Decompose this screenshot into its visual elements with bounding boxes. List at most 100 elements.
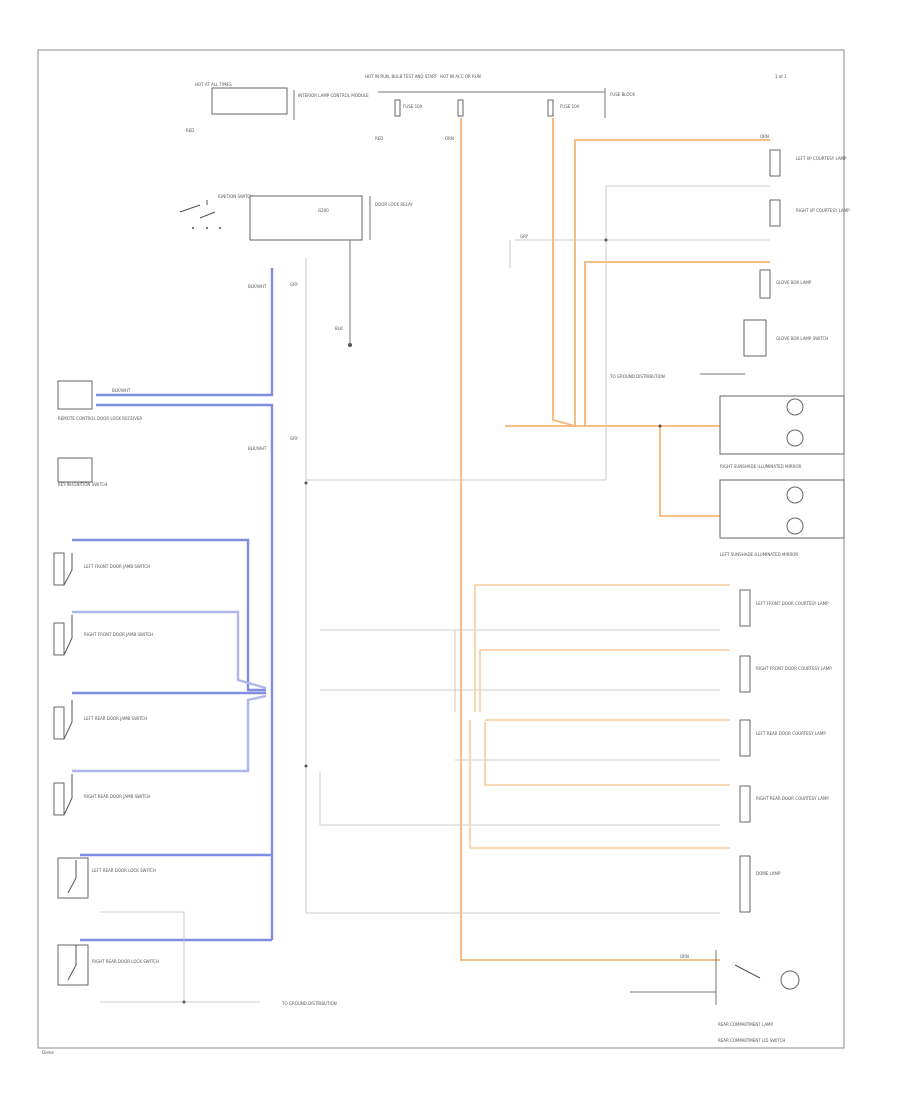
- svg-text:RIGHT SUNSHADE ILLUMINATED MIR: RIGHT SUNSHADE ILLUMINATED MIRROR: [720, 464, 801, 469]
- svg-text:LEFT FRONT DOOR COURTESY LAMP: LEFT FRONT DOOR COURTESY LAMP: [756, 601, 829, 606]
- ignition-contact-2: [206, 227, 208, 229]
- svg-text:DOME LAMP: DOME LAMP: [756, 871, 781, 876]
- svg-text:RIGHT REAR DOOR JAMB SWITCH: RIGHT REAR DOOR JAMB SWITCH: [84, 794, 150, 799]
- fuse-right-label: FUSE 10A: [560, 104, 580, 109]
- lamp-control-module: [249, 195, 363, 241]
- pink-wire-label-right: RED: [375, 136, 383, 141]
- left-ip-courtesy-lamp: LEFT I/P COURTESY LAMP: [769, 149, 847, 177]
- splice-lock-ground: [182, 1000, 186, 1004]
- rr-door-courtesy-lamp: RIGHT REAR DOOR COURTESY LAMP: [739, 785, 829, 823]
- hot-run-start-label: HOT IN RUN, BULB TEST AND START: [365, 74, 438, 79]
- right-rear-lock-switch: RIGHT REAR DOOR LOCK SWITCH: [57, 944, 159, 986]
- orange-glove-feed: [584, 261, 770, 426]
- rear-compartment-lamp: REAR COMPARTMENT LAMP REAR COMPARTMENT L…: [715, 950, 800, 1043]
- splice-orange-visor: [658, 424, 662, 428]
- ignition-switch-contacts: [179, 200, 216, 219]
- ignition-contact-1: [192, 227, 194, 229]
- remote-receiver-label: REMOTE CONTROL DOOR LOCK RECEIVER: [58, 416, 142, 421]
- fuse-left-body: [394, 99, 401, 117]
- fuse-left-label: FUSE 10A: [403, 104, 423, 109]
- rf-door-courtesy-lamp: RIGHT FRONT DOOR COURTESY LAMP: [739, 655, 832, 693]
- orange-wire-label-1: ORN: [445, 136, 454, 141]
- orange-wire-label-2: ORN: [760, 134, 769, 139]
- blue-remote-wire: [96, 403, 274, 940]
- gray-loop-left: [320, 629, 456, 712]
- left-visor-mirror: LEFT SUNSHADE ILLUMINATED MIRROR: [719, 479, 845, 557]
- rf-door-jamb-switch: RIGHT FRONT DOOR JAMB SWITCH: [53, 615, 153, 656]
- door-lock-relay-label: DOOR LOCK RELAY: [375, 202, 413, 207]
- svg-text:RIGHT REAR DOOR LOCK SWITCH: RIGHT REAR DOOR LOCK SWITCH: [92, 959, 159, 964]
- orange-door-lamp-feed-4: [484, 722, 730, 786]
- gray-wire-label-1: GRY: [290, 282, 299, 287]
- splice-gray-upper: [304, 481, 308, 485]
- lf-jamb-wire: [72, 538, 266, 692]
- right-ip-courtesy-lamp: RIGHT I/P COURTESY LAMP: [769, 199, 850, 227]
- fuse-right-body: [547, 99, 554, 117]
- blue-wire-label-3: BLK/WHT: [248, 446, 267, 451]
- blue-wire-label-1: BLK/WHT: [248, 284, 267, 289]
- svg-text:LEFT I/P COURTESY LAMP: LEFT I/P COURTESY LAMP: [796, 156, 847, 161]
- left-rear-lock-switch: LEFT REAR DOOR LOCK SWITCH: [57, 857, 156, 899]
- svg-text:REAR COMPARTMENT LAMP: REAR COMPARTMENT LAMP: [718, 1022, 774, 1027]
- rr-jamb-wire: [72, 694, 267, 773]
- dimmer-module-label: INTERIOR LAMP CONTROL MODULE: [298, 93, 369, 98]
- glove-ground-label: TO GROUND DISTRIBUTION: [609, 374, 665, 379]
- orange-left-visor-feed: [659, 426, 720, 517]
- gray-wire-label-3: GRY: [520, 234, 529, 239]
- lf-door-jamb-switch: LEFT FRONT DOOR JAMB SWITCH: [53, 552, 150, 586]
- lock-switch-ground-wire: [100, 911, 260, 1003]
- lr-door-courtesy-lamp: LEFT REAR DOOR COURTESY LAMP: [739, 719, 826, 757]
- module-ground-label: BLK: [335, 326, 343, 331]
- key-switch-label: KEY-IN-IGNITION SWITCH: [58, 482, 107, 487]
- glove-box-lamp-switch: GLOVE BOX LAMP SWITCH: [743, 319, 828, 357]
- svg-text:GLOVE BOX LAMP SWITCH: GLOVE BOX LAMP SWITCH: [776, 336, 828, 341]
- ignition-contact-3: [219, 227, 221, 229]
- orange-door-lamp-feed-1: [474, 584, 730, 712]
- svg-text:LEFT FRONT DOOR JAMB SWITCH: LEFT FRONT DOOR JAMB SWITCH: [84, 564, 150, 569]
- page-ref-label: 1 of 1: [775, 74, 787, 79]
- fuse-block-label: FUSE BLOCK: [610, 92, 635, 97]
- fuse-middle-body: [457, 99, 464, 117]
- splice-gray-lower: [304, 764, 308, 768]
- pink-run-wire: [325, 120, 395, 185]
- ignition-switch-label: IGNITION SWITCH: [218, 194, 253, 199]
- glove-box-lamp: GLOVE BOX LAMP: [759, 269, 812, 299]
- diagram-frame: [37, 49, 845, 1049]
- ground-ref-label: G200: [318, 208, 329, 213]
- gray-loop-lower: [319, 772, 720, 826]
- svg-text:LEFT SUNSHADE ILLUMINATED MIRR: LEFT SUNSHADE ILLUMINATED MIRROR: [720, 552, 798, 557]
- svg-text:LEFT REAR DOOR JAMB SWITCH: LEFT REAR DOOR JAMB SWITCH: [84, 716, 147, 721]
- key-switch-box: [57, 457, 93, 483]
- blue-main-trunk: [96, 268, 274, 397]
- pink-wire-label-left: RED: [186, 128, 194, 133]
- module-ground-point: [348, 343, 352, 347]
- rf-jamb-wire: [72, 610, 267, 690]
- gray-center-trunk: [305, 258, 720, 914]
- splice-gray-top: [604, 238, 608, 242]
- svg-text:GLOVE BOX LAMP: GLOVE BOX LAMP: [776, 280, 812, 285]
- svg-text:REAR COMPARTMENT LID SWITCH: REAR COMPARTMENT LID SWITCH: [718, 1038, 785, 1043]
- svg-text:RIGHT FRONT DOOR JAMB SWITCH: RIGHT FRONT DOOR JAMB SWITCH: [84, 632, 153, 637]
- remote-receiver-box: [57, 380, 93, 410]
- hot-battery-label: HOT AT ALL TIMES: [195, 82, 232, 87]
- svg-text:LEFT REAR DOOR COURTESY LAMP: LEFT REAR DOOR COURTESY LAMP: [756, 731, 826, 736]
- ground-bottom-label: TO GROUND DISTRIBUTION: [281, 1001, 337, 1006]
- gray-module-link: [306, 185, 770, 481]
- lf-door-courtesy-lamp: LEFT FRONT DOOR COURTESY LAMP: [739, 589, 829, 627]
- orange-wire-label-3: ORN: [680, 954, 689, 959]
- svg-text:LEFT REAR DOOR LOCK SWITCH: LEFT REAR DOOR LOCK SWITCH: [92, 868, 156, 873]
- orange-door-lamp-feed-5: [469, 720, 730, 849]
- dome-lamp: DOME LAMP: [739, 855, 781, 913]
- battery-fuse-bracket: [211, 87, 288, 115]
- lr-door-jamb-switch: LEFT REAR DOOR JAMB SWITCH: [53, 700, 147, 740]
- blue-wire-label-2: BLK/WHT: [112, 388, 131, 393]
- right-visor-mirror: RIGHT SUNSHADE ILLUMINATED MIRROR: [719, 395, 845, 469]
- footer-code-label: Dome: [42, 1050, 54, 1055]
- svg-text:RIGHT REAR DOOR COURTESY LAMP: RIGHT REAR DOOR COURTESY LAMP: [756, 796, 829, 801]
- pink-battery-wire: [200, 95, 207, 190]
- orange-main-feed: [460, 118, 720, 961]
- svg-text:RIGHT FRONT DOOR COURTESY LAMP: RIGHT FRONT DOOR COURTESY LAMP: [756, 666, 832, 671]
- orange-door-lamp-feed-2: [479, 649, 730, 712]
- svg-text:RIGHT I/P COURTESY LAMP: RIGHT I/P COURTESY LAMP: [796, 208, 850, 213]
